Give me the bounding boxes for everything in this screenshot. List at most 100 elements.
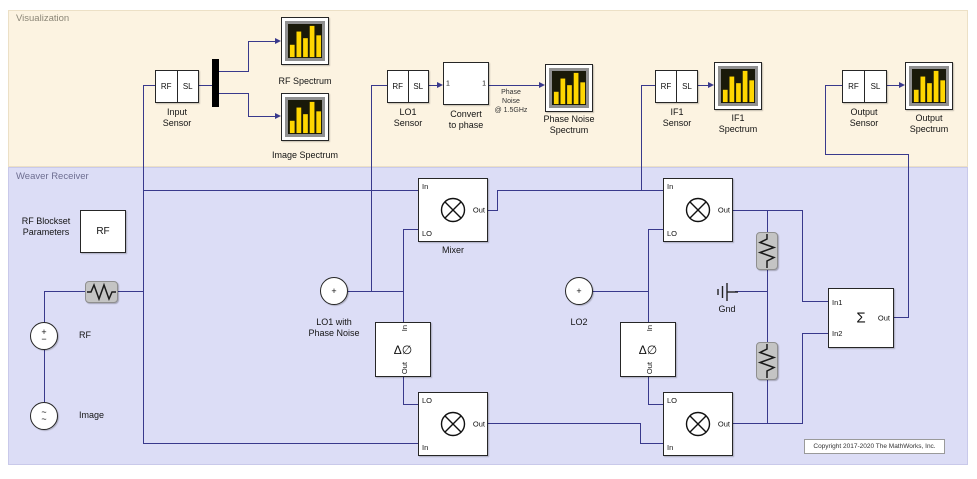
input-sensor-block[interactable]: RF SL bbox=[155, 70, 199, 103]
if1-spectrum-scope-block[interactable] bbox=[714, 62, 762, 110]
arrowhead bbox=[275, 113, 281, 119]
port-label-rf: RF bbox=[160, 82, 172, 91]
port-label-in1: In1 bbox=[832, 298, 843, 307]
wire bbox=[403, 229, 405, 323]
arrowhead bbox=[437, 82, 443, 88]
wire bbox=[44, 291, 85, 293]
wire bbox=[143, 443, 418, 445]
wire bbox=[219, 93, 248, 95]
wire bbox=[640, 443, 663, 445]
wire bbox=[825, 85, 842, 87]
wire bbox=[199, 85, 212, 87]
spectrum-bars-icon bbox=[289, 25, 322, 58]
output-sensor-block[interactable]: RF SL bbox=[842, 70, 887, 103]
port-label-in: In bbox=[422, 442, 429, 452]
wire bbox=[371, 85, 387, 87]
resistor-block[interactable] bbox=[756, 232, 778, 270]
port-label-rf: RF bbox=[848, 82, 859, 91]
spectrum-bars-icon bbox=[913, 70, 946, 103]
tilde-sign: ~ bbox=[41, 407, 47, 417]
mixer-icon bbox=[440, 197, 466, 223]
spectrum-screen bbox=[285, 21, 325, 61]
port-label-in2: In2 bbox=[832, 328, 843, 338]
rf-spectrum-label: RF Spectrum bbox=[278, 76, 332, 86]
rf-source-block[interactable]: + − bbox=[30, 322, 58, 350]
wire bbox=[908, 154, 910, 318]
port-label-rf: RF bbox=[660, 82, 672, 91]
resistor-icon bbox=[87, 282, 116, 302]
mixer-rf-i-block[interactable]: In LO Out bbox=[418, 178, 488, 242]
mixer-if-q-block[interactable]: LO In Out bbox=[663, 392, 733, 456]
spectrum-bars-icon bbox=[722, 70, 755, 103]
phase-shift-left-block[interactable]: In Δ∅ Out bbox=[375, 322, 431, 377]
port-label-out: Out bbox=[400, 361, 409, 374]
if1-spectrum-label: IF1 Spectrum bbox=[718, 113, 758, 135]
arrowhead bbox=[899, 82, 905, 88]
resistor-block[interactable] bbox=[85, 281, 118, 303]
lo1-sensor-block[interactable]: RF SL bbox=[387, 70, 429, 103]
wire bbox=[118, 291, 143, 293]
port-label-out: Out bbox=[877, 313, 890, 323]
lo2-oscillator-block[interactable]: + bbox=[565, 277, 593, 305]
phase-noise-spectrum-scope-block[interactable] bbox=[545, 64, 593, 112]
mixer-label: Mixer bbox=[442, 245, 464, 255]
output-spectrum-label: Output Spectrum bbox=[909, 113, 949, 135]
arrowhead bbox=[708, 82, 714, 88]
rf-config-block[interactable]: RF bbox=[80, 210, 126, 253]
wire bbox=[767, 380, 769, 424]
port-label-rf: RF bbox=[392, 82, 404, 91]
resistor-icon bbox=[757, 344, 777, 378]
rf-config-text: RF bbox=[96, 226, 110, 237]
image-spectrum-label: Image Spectrum bbox=[271, 150, 339, 160]
wire bbox=[219, 71, 248, 73]
wire bbox=[640, 423, 642, 444]
image-source-label: Image bbox=[79, 410, 105, 420]
sum-block[interactable]: In1 In2 Out Σ bbox=[828, 288, 894, 348]
wire bbox=[825, 85, 827, 155]
mixer-rf-q-block[interactable]: LO In Out bbox=[418, 392, 488, 456]
visualization-area-label: Visualization bbox=[16, 13, 70, 24]
weaver-receiver-area bbox=[8, 167, 968, 465]
mixer-if-i-block[interactable]: In LO Out bbox=[663, 178, 733, 242]
wire bbox=[403, 377, 405, 405]
wire bbox=[248, 93, 250, 117]
port-label-out: Out bbox=[472, 419, 485, 429]
port-label-in: 1 bbox=[446, 80, 450, 87]
lo1-oscillator-block[interactable]: + bbox=[320, 277, 348, 305]
wire bbox=[143, 85, 145, 444]
wire bbox=[593, 291, 648, 293]
convert-to-phase-block[interactable]: 1 1 bbox=[443, 62, 489, 105]
output-spectrum-scope-block[interactable] bbox=[905, 62, 953, 110]
resistor-block[interactable] bbox=[756, 342, 778, 380]
image-source-block[interactable]: ~ ~ bbox=[30, 402, 58, 430]
port-label-sl: SL bbox=[407, 71, 429, 102]
mux-block[interactable] bbox=[212, 59, 219, 107]
port-label-lo: LO bbox=[667, 396, 678, 405]
wire bbox=[403, 229, 418, 231]
port-label-lo: LO bbox=[422, 396, 433, 405]
mixer-icon bbox=[685, 197, 711, 223]
port-label-in: In bbox=[422, 182, 429, 191]
wire bbox=[248, 41, 250, 72]
image-spectrum-scope-block[interactable] bbox=[281, 93, 329, 141]
lo2-label: LO2 bbox=[570, 317, 588, 327]
wire bbox=[698, 85, 709, 87]
convert-to-phase-label: Convert to phase bbox=[448, 109, 484, 131]
wire bbox=[641, 85, 643, 191]
gnd-label: Gnd bbox=[718, 304, 736, 314]
wire bbox=[488, 423, 641, 425]
wire bbox=[143, 85, 155, 87]
rf-spectrum-scope-block[interactable] bbox=[281, 17, 329, 65]
if1-sensor-block[interactable]: RF SL bbox=[655, 70, 698, 103]
minus-sign: − bbox=[41, 334, 47, 344]
phase-shift-right-block[interactable]: In Δ∅ Out bbox=[620, 322, 676, 377]
port-label-out: Out bbox=[717, 205, 730, 215]
spectrum-screen bbox=[285, 97, 325, 137]
wire bbox=[489, 85, 540, 87]
port-label-in: In bbox=[667, 442, 674, 452]
port-label-out: Out bbox=[645, 361, 654, 374]
input-sensor-label: Input Sensor bbox=[162, 107, 192, 129]
ground-icon[interactable] bbox=[712, 280, 738, 304]
copyright-note: Copyright 2017-2020 The MathWorks, Inc. bbox=[804, 439, 945, 454]
